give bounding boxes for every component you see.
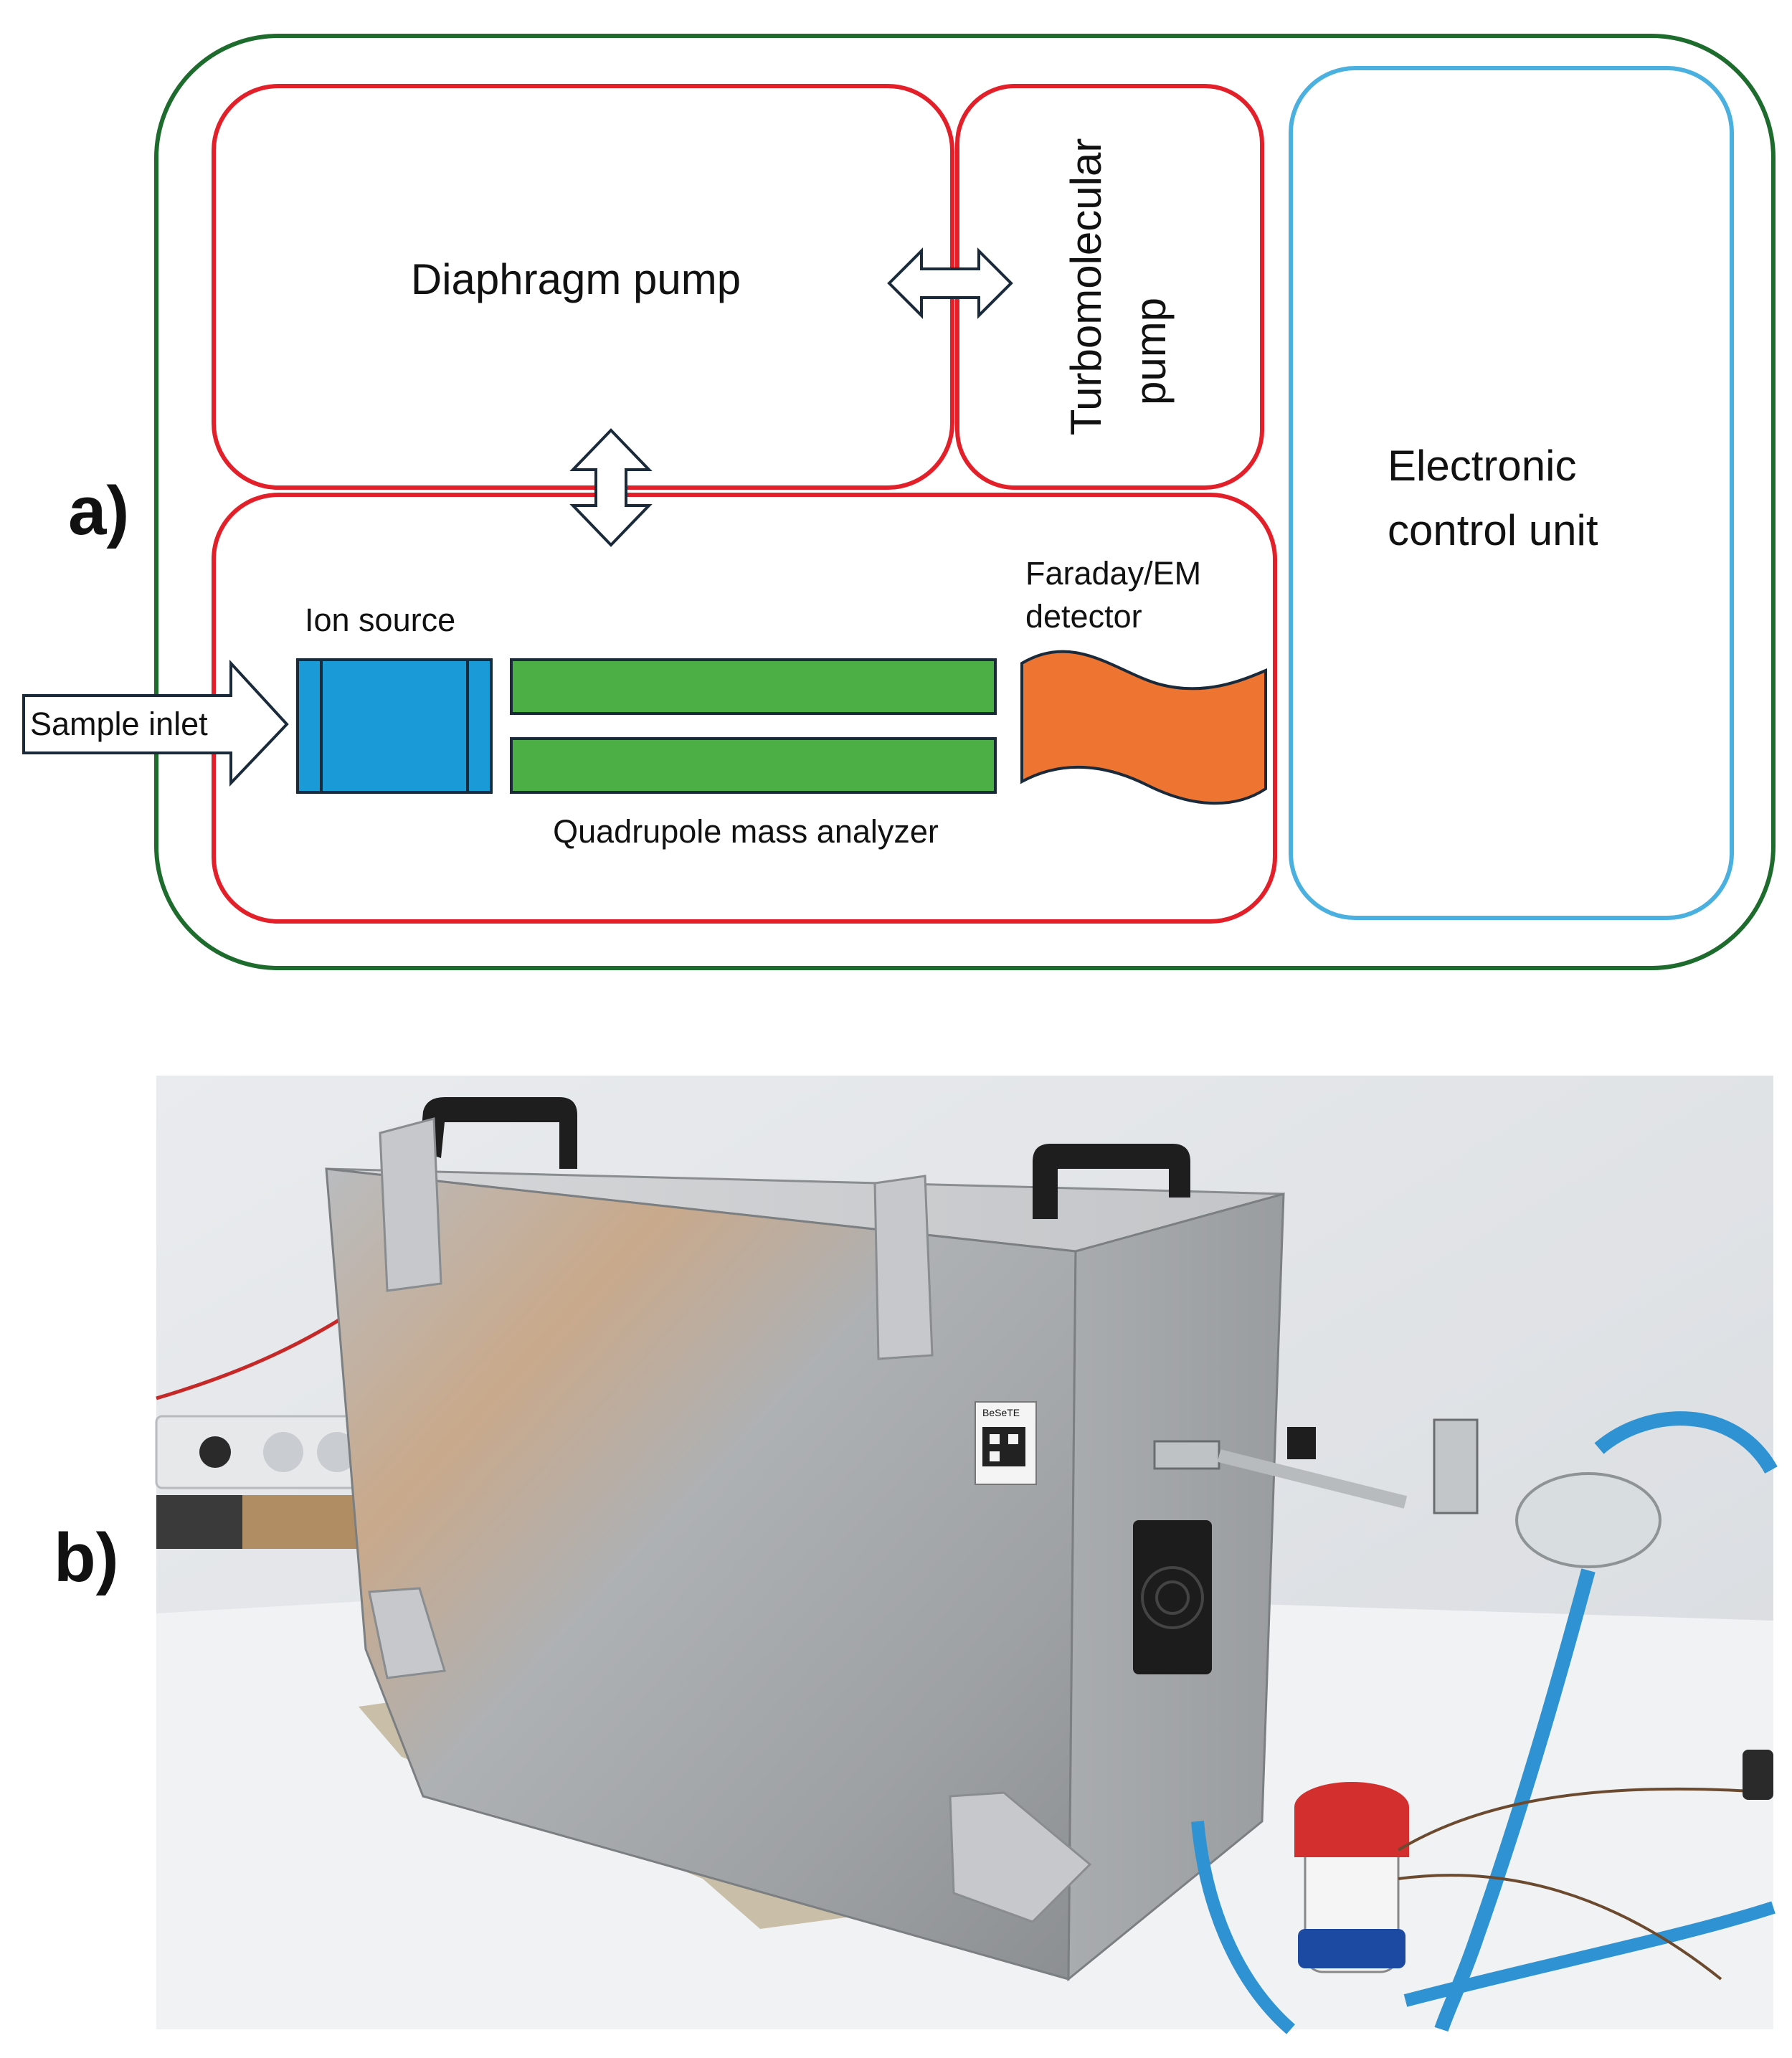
ion-source-label: Ion source: [305, 602, 455, 638]
quadrupole-rod-upper: [510, 658, 997, 715]
panel-a-label: a): [68, 473, 129, 549]
socket-1: [263, 1432, 303, 1472]
quadrupole-label: Quadrupole mass analyzer: [553, 813, 939, 850]
plug: [199, 1436, 231, 1468]
electronic-control-unit-label-line1: Electronic: [1388, 442, 1576, 490]
wire-1: [1397, 1787, 1774, 1851]
ion-source: [296, 658, 493, 794]
sample-inlet-arrow: [22, 659, 289, 787]
filter-housing: [1515, 1472, 1661, 1568]
turbomolecular-pump-label-line2: pump: [1127, 298, 1175, 405]
faraday-em-detector: [1020, 650, 1267, 805]
bracket-bottom-right: [949, 1791, 1092, 1923]
blue-tube-right: [1403, 1901, 1776, 2007]
wire-2: [1398, 1874, 1722, 1981]
detector-label-line2: detector: [1025, 598, 1142, 635]
bilge-pump-base: [1298, 1929, 1405, 1968]
blue-tube-lower: [1191, 1821, 1295, 2034]
turbomolecular-pump-label-line1: Turbomolecular: [1062, 138, 1110, 436]
bilge-pump-cap-side: [1294, 1807, 1409, 1857]
power-adapter: [1743, 1750, 1773, 1800]
panel-a: a) Diaphragm pump Turbomolecular pump El…: [22, 34, 1776, 970]
fan-grille-inner: [1155, 1580, 1190, 1615]
qr-cell: [1008, 1434, 1018, 1444]
handle-left: [419, 1097, 577, 1169]
qr-cell: [990, 1451, 1000, 1461]
panel-b: b): [54, 1076, 1778, 2034]
panel-b-label: b): [54, 1519, 119, 1596]
bracket-top-middle: [873, 1175, 934, 1360]
inlet-capillary: [1217, 1449, 1408, 1509]
double-arrow-horizontal: [887, 247, 1013, 319]
turbomolecular-pump-text: Turbomolecular pump: [1062, 138, 1175, 436]
electronic-control-unit-label-line2: control unit: [1388, 506, 1598, 554]
valve-knob: [1287, 1427, 1316, 1459]
photo: BeSeTE: [155, 1076, 1778, 2034]
blue-tube-loop: [1594, 1411, 1778, 1474]
fan-grille: [1141, 1566, 1204, 1629]
handle-right: [1033, 1144, 1190, 1219]
sample-inlet-label: Sample inlet: [30, 706, 208, 742]
tee-fitting: [1433, 1418, 1479, 1514]
bracket-bottom-left: [368, 1587, 446, 1679]
cooling-fan: [1133, 1520, 1212, 1674]
quadrupole-rod-lower: [510, 737, 997, 794]
socket-2: [317, 1432, 357, 1472]
electronic-control-unit-block: [1289, 66, 1734, 920]
inlet-fitting: [1153, 1440, 1220, 1470]
diaphragm-pump-label: Diaphragm pump: [411, 255, 741, 303]
box-front-face: [325, 1167, 1077, 1981]
double-arrow-vertical: [569, 428, 653, 547]
detector-label-line1: Faraday/EM: [1025, 555, 1201, 592]
qr-cell: [990, 1434, 1000, 1444]
qr-code: [982, 1427, 1025, 1466]
outer-enclosure: [154, 34, 1776, 970]
black-tube-end: [156, 1495, 242, 1549]
qr-sticker-text: BeSeTE: [982, 1407, 1020, 1418]
bracket-top-left: [379, 1117, 442, 1292]
